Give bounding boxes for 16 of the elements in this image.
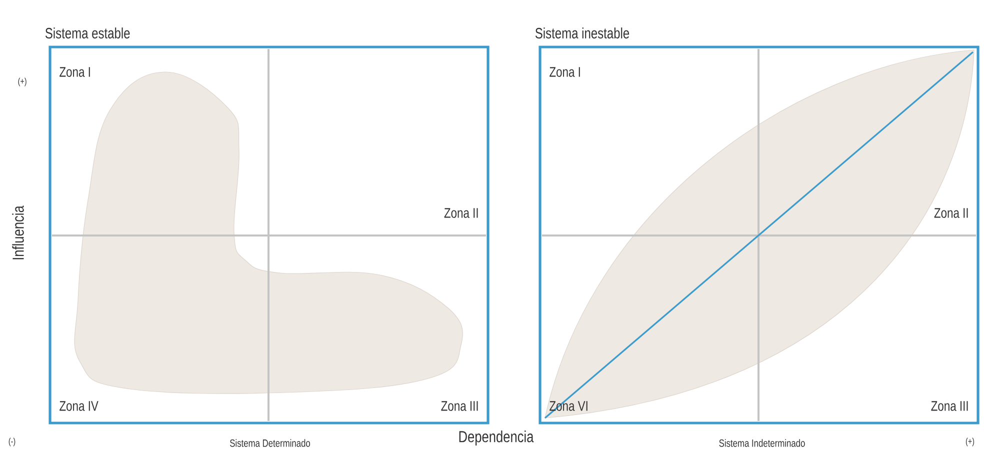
node-label: Sistema estable (45, 27, 130, 38)
axis-caption: Sistema Indeterminado (719, 439, 805, 447)
axis-sign: (+) (966, 438, 974, 446)
axis-caption: Sistema Determinado (230, 439, 310, 447)
axis-sign: (+) (18, 78, 26, 86)
zone-label: Zona IV (60, 401, 98, 411)
zone-label: Zona II (934, 208, 968, 218)
axis-title: Influencia (12, 206, 24, 260)
axis-sign: (-) (8, 438, 16, 446)
zone-label: Zona III (441, 401, 478, 411)
zone-label: Zona I (60, 67, 90, 77)
zone-label: Zona I (550, 67, 580, 77)
axis-title: Dependencia (459, 430, 534, 446)
node-label: Sistema inestable (535, 27, 630, 38)
zone-label: Zona III (931, 401, 968, 411)
zone-label: Zona II (444, 208, 478, 218)
